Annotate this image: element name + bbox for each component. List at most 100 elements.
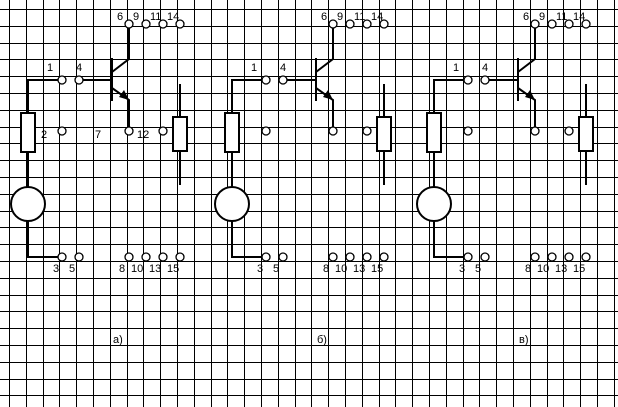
terminal-node xyxy=(362,252,372,262)
terminal-node xyxy=(345,19,355,29)
terminal-label-10: 10 xyxy=(131,263,143,275)
terminal-label-3: 3 xyxy=(459,263,465,275)
terminal-node xyxy=(480,75,490,85)
panel-caption: а) xyxy=(113,334,123,346)
terminal-node xyxy=(480,252,490,262)
terminal-node xyxy=(581,19,591,29)
terminal-label-15: 15 xyxy=(573,263,585,275)
terminal-node xyxy=(57,126,67,136)
terminal-label-6: 6 xyxy=(321,11,327,23)
terminal-label-3: 3 xyxy=(257,263,263,275)
terminal-node xyxy=(124,252,134,262)
terminal-node xyxy=(547,252,557,262)
emitter-arrow-icon xyxy=(525,90,535,100)
terminal-node xyxy=(261,75,271,85)
emitter-arrow-icon xyxy=(119,90,129,100)
terminal-node xyxy=(175,19,185,29)
terminal-label-8: 8 xyxy=(119,263,125,275)
terminal-label-1: 1 xyxy=(453,62,459,74)
terminal-node xyxy=(463,126,473,136)
terminal-label-6: 6 xyxy=(117,11,123,23)
terminal-label-11: 11 xyxy=(354,11,365,23)
left-lower-wire xyxy=(231,221,266,258)
terminal-node xyxy=(124,19,134,29)
terminal-node xyxy=(74,75,84,85)
terminal-label-13: 13 xyxy=(555,263,567,275)
terminal-label-4: 4 xyxy=(76,62,82,74)
left-upper-wire xyxy=(27,79,62,113)
terminal-label-13: 13 xyxy=(353,263,365,275)
terminal-node xyxy=(261,252,271,262)
terminal-node xyxy=(379,252,389,262)
terminal-label-9: 9 xyxy=(337,11,343,23)
terminal-node xyxy=(547,19,557,29)
left-upper-wire xyxy=(231,79,266,113)
terminal-node xyxy=(158,252,168,262)
terminal-node xyxy=(278,75,288,85)
terminal-label-7: 7 xyxy=(95,129,101,141)
terminal-node xyxy=(530,126,540,136)
terminal-label-9: 9 xyxy=(133,11,139,23)
terminal-node xyxy=(141,19,151,29)
terminal-label-1: 1 xyxy=(47,62,53,74)
emitter-arrow-icon xyxy=(323,90,333,100)
left-lower-wire xyxy=(433,221,468,258)
terminal-node xyxy=(57,252,67,262)
panel-caption: в) xyxy=(519,334,529,346)
terminal-node xyxy=(158,126,168,136)
left-resistor xyxy=(20,112,36,153)
terminal-node xyxy=(124,126,134,136)
terminal-node xyxy=(328,126,338,136)
terminal-label-4: 4 xyxy=(280,62,286,74)
panel-caption: б) xyxy=(317,334,327,346)
terminal-label-14: 14 xyxy=(573,11,585,23)
terminal-node xyxy=(328,252,338,262)
terminal-label-9: 9 xyxy=(539,11,545,23)
terminal-label-12: 12 xyxy=(137,129,149,141)
terminal-label-8: 8 xyxy=(323,263,329,275)
right-resistor xyxy=(376,116,392,152)
terminal-label-15: 15 xyxy=(167,263,179,275)
terminal-node xyxy=(564,252,574,262)
left-upper-wire xyxy=(433,79,468,113)
terminal-label-14: 14 xyxy=(371,11,383,23)
voltage-source xyxy=(416,186,452,222)
terminal-node xyxy=(261,126,271,136)
terminal-label-5: 5 xyxy=(475,263,481,275)
terminal-label-1: 1 xyxy=(251,62,257,74)
terminal-node xyxy=(328,19,338,29)
terminal-node xyxy=(530,252,540,262)
right-resistor xyxy=(578,116,594,152)
terminal-node xyxy=(362,19,372,29)
terminal-node xyxy=(141,252,151,262)
terminal-node xyxy=(57,75,67,85)
terminal-label-10: 10 xyxy=(537,263,549,275)
right-resistor xyxy=(172,116,188,152)
terminal-node xyxy=(379,19,389,29)
terminal-label-10: 10 xyxy=(335,263,347,275)
terminal-label-11: 11 xyxy=(556,11,567,23)
terminal-label-5: 5 xyxy=(69,263,75,275)
terminal-node xyxy=(564,19,574,29)
voltage-source xyxy=(10,186,46,222)
terminal-label-8: 8 xyxy=(525,263,531,275)
terminal-node xyxy=(581,252,591,262)
collector-wire xyxy=(315,24,334,73)
terminal-node xyxy=(463,75,473,85)
terminal-label-5: 5 xyxy=(273,263,279,275)
terminal-node xyxy=(158,19,168,29)
collector-wire xyxy=(517,24,536,73)
left-resistor xyxy=(426,112,442,153)
terminal-node xyxy=(74,252,84,262)
terminal-node xyxy=(345,252,355,262)
terminal-label-14: 14 xyxy=(167,11,179,23)
terminal-label-13: 13 xyxy=(149,263,161,275)
terminal-label-11: 11 xyxy=(150,11,161,23)
voltage-source xyxy=(214,186,250,222)
